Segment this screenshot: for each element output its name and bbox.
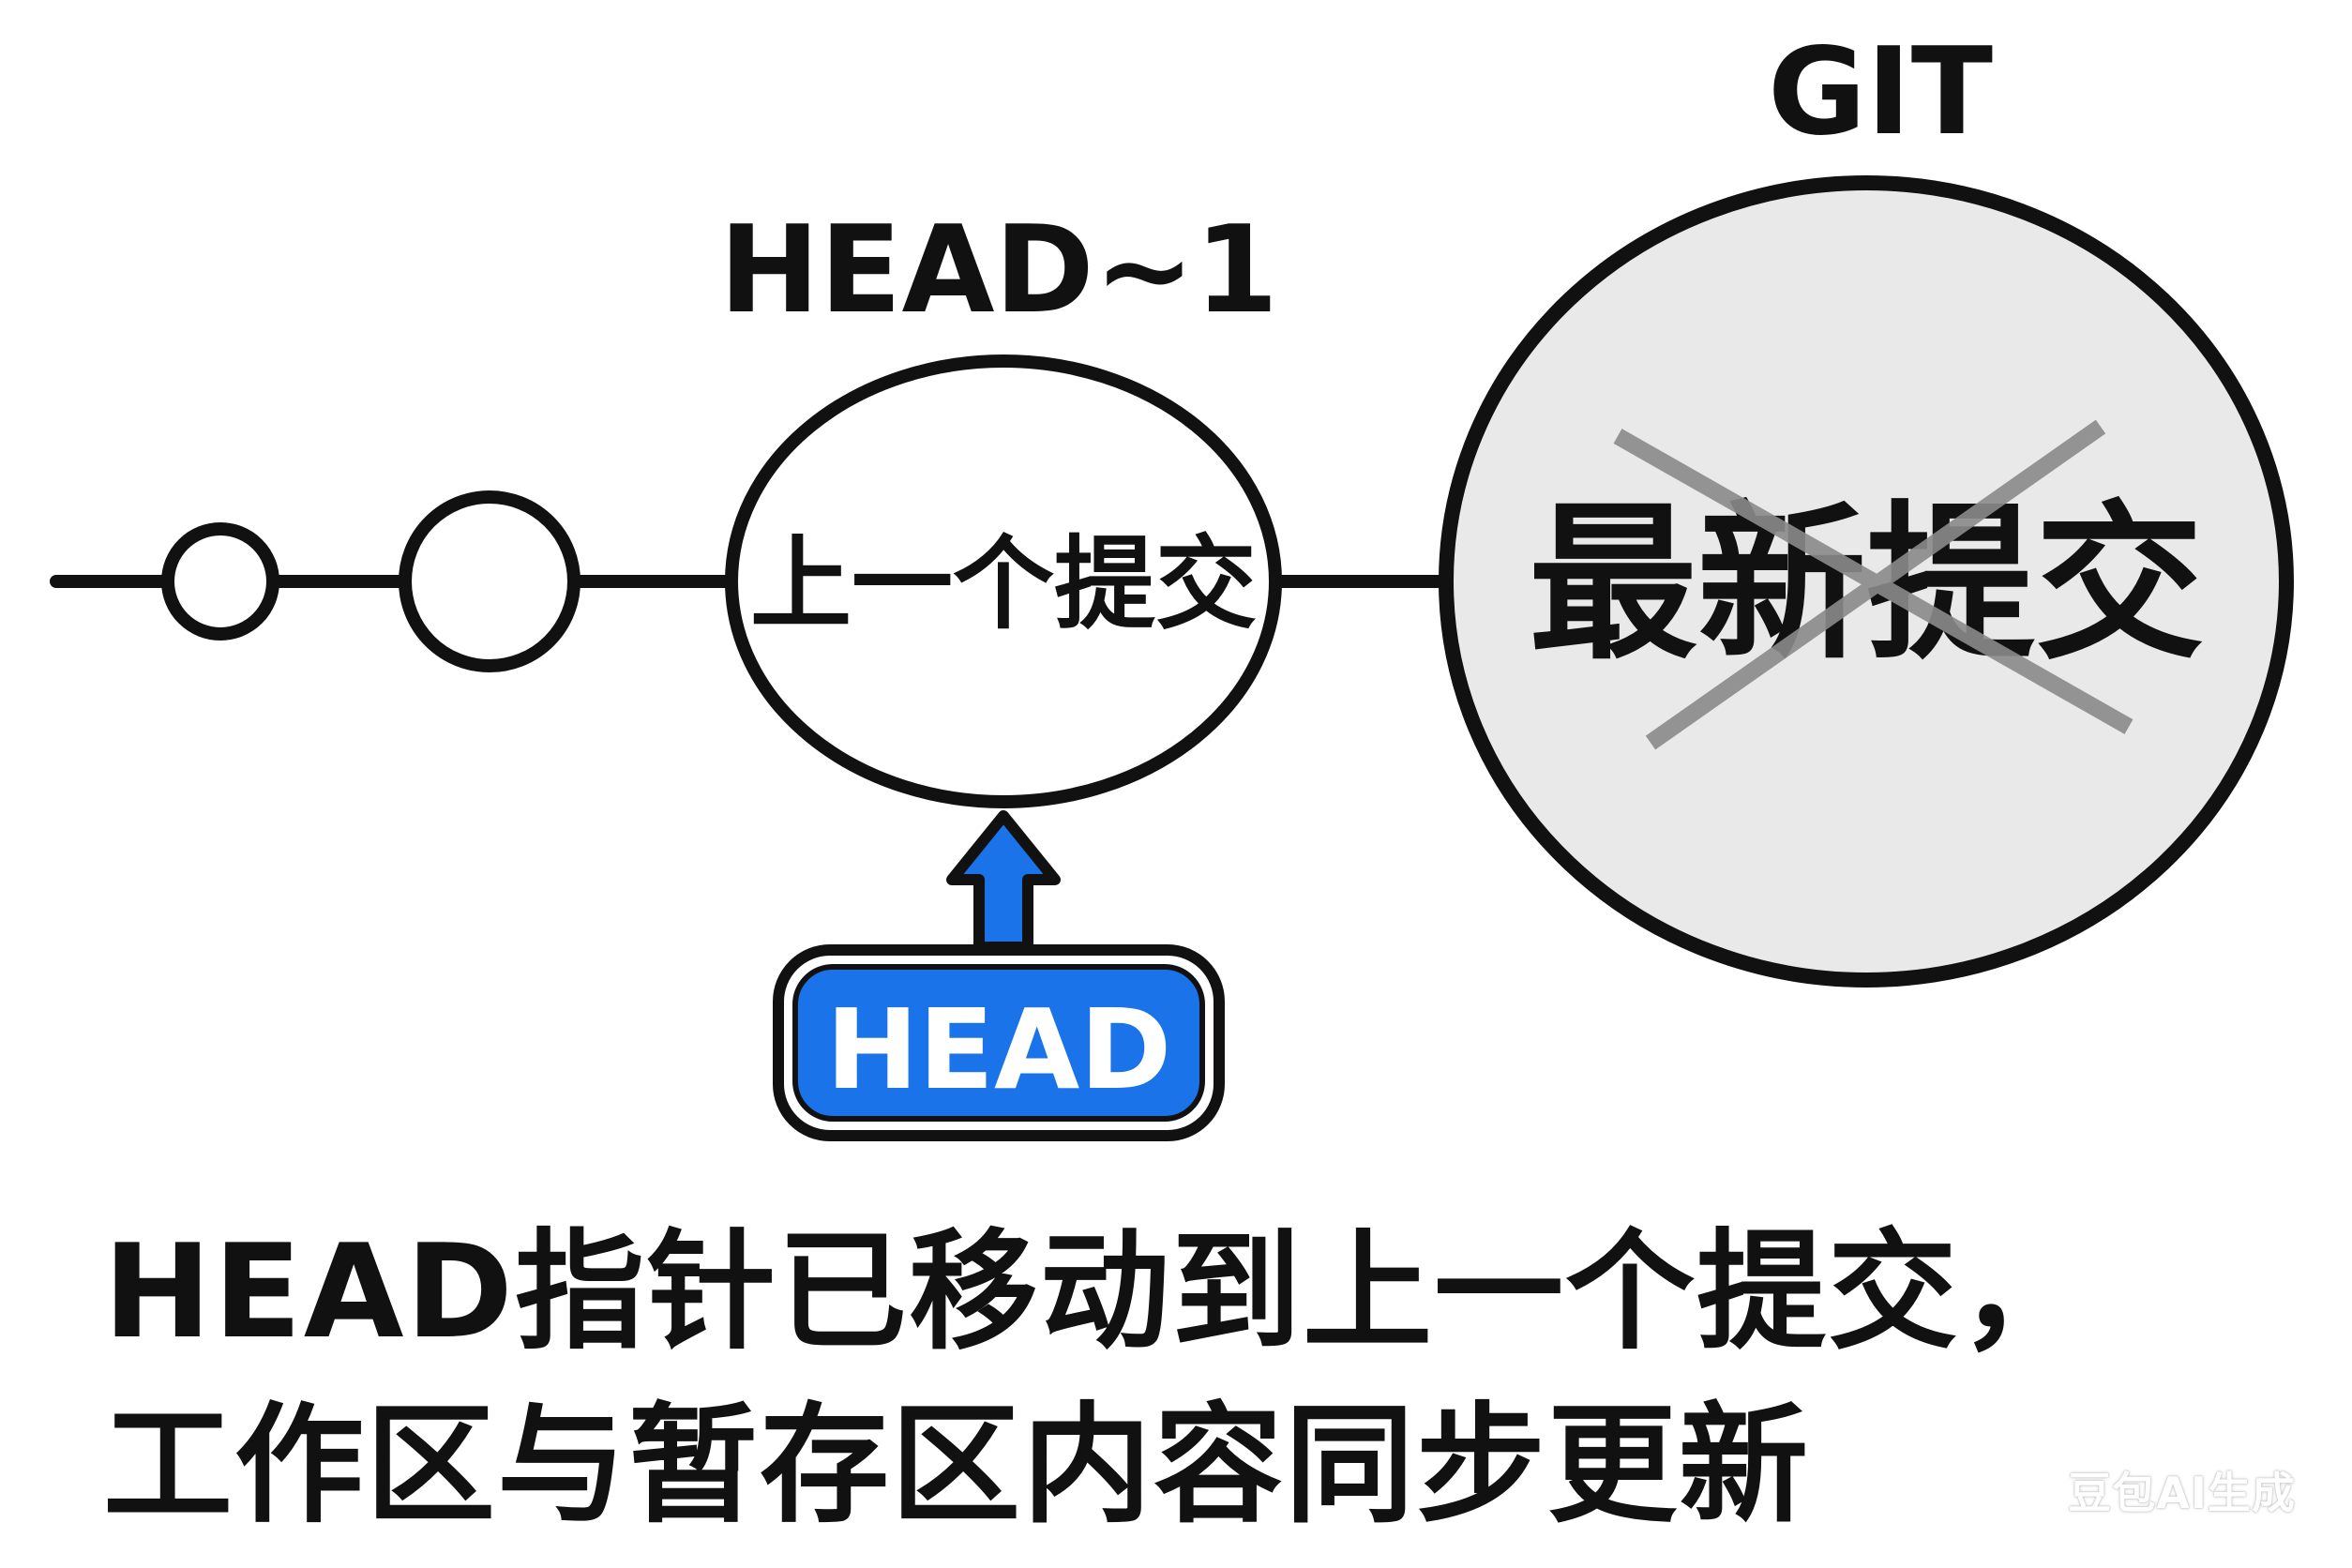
old-commit-node-2: [399, 490, 580, 672]
old-commit-node-1: [161, 522, 279, 641]
git-label: GIT: [1768, 23, 1993, 162]
head-pointer-box-fill: [792, 964, 1205, 1122]
cross-out-mark: [1613, 419, 2133, 750]
previous-commit-label: 上一个提交: [750, 526, 1257, 643]
head-tilde-label: HEAD~1: [719, 201, 1278, 340]
head-pointer-label: HEAD: [826, 985, 1172, 1114]
caption-line-1: HEAD指针已移动到上一个提交，: [103, 1216, 2091, 1367]
caption-line-2: 工作区与暂存区内容同步更新: [103, 1390, 1811, 1541]
caption: HEAD指针已移动到上一个提交， 工作区与暂存区内容同步更新: [103, 1205, 2260, 1552]
watermark: 豆包AI生成: [2068, 1468, 2296, 1518]
previous-commit-node: [725, 354, 1282, 808]
head-arrow-icon: [946, 810, 1061, 953]
